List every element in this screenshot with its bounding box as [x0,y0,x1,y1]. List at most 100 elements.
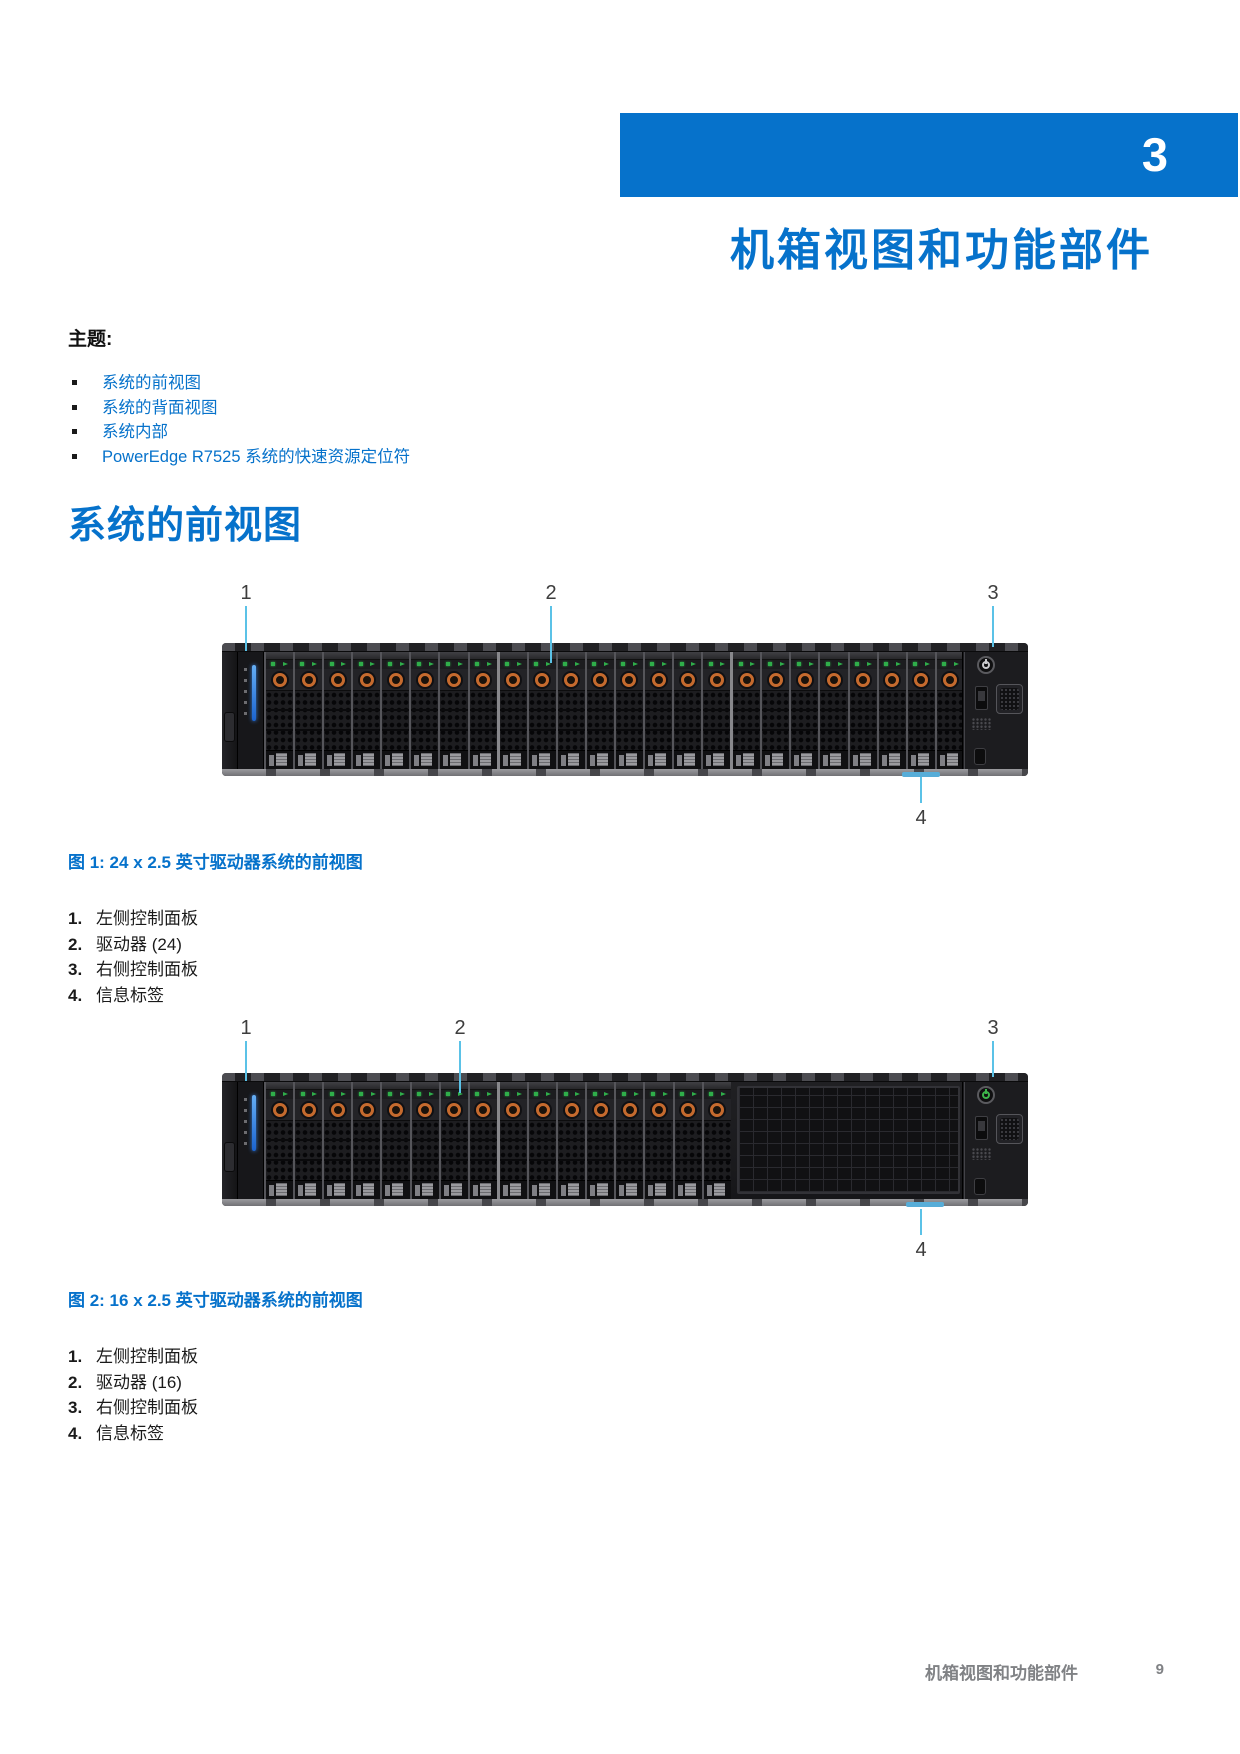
drive-carrier-cap [382,652,410,660]
drive-bay [555,652,585,769]
status-icon [244,1109,247,1112]
drive-label-block [823,755,829,766]
topic-item: PowerEdge R7525 系统的快速资源定位符 [68,445,768,470]
drive-carrier-cap [586,652,614,660]
drive-label-block [502,1185,508,1196]
drive-label-block [269,1185,274,1196]
drive-label-block [450,753,462,766]
drive-label-block [509,753,521,766]
drive-release-button [440,669,468,691]
drive-status-led [808,662,814,666]
drive-label-block [298,1185,304,1196]
topic-link-inside[interactable]: 系统内部 [102,423,168,442]
drive-label-block [472,755,478,766]
drive-bay [409,652,439,769]
drive-label-block [743,753,755,766]
drive-status-led [457,662,463,666]
drive-carrier-cap [849,652,877,660]
drive-label [674,750,702,769]
release-ring-icon [418,1102,433,1117]
drive-label [674,1180,702,1199]
drive-label [411,1180,439,1199]
topic-link-rear-view[interactable]: 系统的背面视图 [102,398,218,417]
server-chassis [222,643,1028,777]
drive-led-row [703,1090,731,1099]
drive-release-button [674,1099,702,1121]
drive-carrier-cap [295,652,323,660]
status-led-bar [252,665,256,721]
drive-status-led [457,1092,463,1096]
drive-perforated-body [469,691,497,750]
usb-contact [978,1121,985,1131]
drive-led-row [615,660,644,669]
drive-activity-led [387,1092,392,1096]
drive-perforated-body [586,691,614,750]
drive-status-led [575,1092,581,1096]
drive-status-led [779,662,785,666]
callout-leader-line [550,606,552,663]
footer-page-number: 9 [1155,1661,1164,1678]
drive-label [440,1180,468,1199]
drive-led-row [266,1090,294,1099]
drive-perforated-body [907,691,935,750]
drive-bay [351,652,381,769]
drive-carrier-cap [703,652,731,660]
drive-led-row [907,660,935,669]
drive-label [528,1180,557,1199]
callout-number-1: 1 [240,1017,252,1039]
drive-release-button [324,1099,352,1121]
drive-label [353,750,381,769]
page-title: 机箱视图和功能部件 [730,226,1153,275]
drive-bay [264,652,294,769]
drive-label [878,750,906,769]
drive-perforated-body [499,1121,527,1180]
drive-bay [701,1082,731,1199]
drive-bay [760,652,790,769]
drive-bay [526,1082,557,1199]
drive-activity-led [329,1092,334,1096]
release-ring-icon [856,672,871,687]
figure1-caption: 图 1: 24 x 2.5 英寸驱动器系统的前视图 [68,853,363,872]
drive-bay [876,652,906,769]
drive-status-led [546,1092,552,1096]
drive-bay [672,652,702,769]
ear-latch [224,712,235,742]
drive-label-block [589,755,595,766]
drive-label [586,750,614,769]
drive-bays [264,652,964,769]
drive-bay [264,1082,294,1199]
drive-perforated-body [616,1121,644,1180]
drive-perforated-body [615,691,644,750]
drive-label-block [414,1185,420,1196]
drive-label-block [538,753,550,766]
drive-label [558,1180,586,1199]
drive-carrier-cap [820,652,848,660]
drive-carrier-cap [878,652,906,660]
release-ring-icon [914,672,929,687]
drive-bay [613,652,644,769]
drive-led-row [353,1090,381,1099]
drive-label-block [567,753,579,766]
status-icon [244,1120,247,1123]
topic-link-front-view[interactable]: 系统的前视图 [102,374,201,392]
left-control-panel [238,652,264,769]
drive-label-block [305,1183,317,1196]
legend-item: 4.信息标签 [68,985,164,1005]
vga-pins [1000,688,1019,710]
drive-activity-led [300,662,305,666]
drive-perforated-body [936,691,964,750]
drive-carrier-cap [558,1082,586,1090]
drive-label-block [706,755,712,766]
drive-label-block [736,755,742,766]
release-ring-icon [943,672,958,687]
drive-activity-led [621,1092,626,1096]
drive-label [762,750,790,769]
drive-activity-led [679,662,684,666]
release-ring-icon [417,672,432,687]
status-icon [244,712,247,715]
drive-carrier-cap [615,652,644,660]
topic-link-qrl[interactable]: PowerEdge R7525 系统的快速资源定位符 [102,447,411,466]
drive-label-block [917,753,929,766]
callout-leader-line [245,606,247,651]
drive-perforated-body [324,691,352,750]
